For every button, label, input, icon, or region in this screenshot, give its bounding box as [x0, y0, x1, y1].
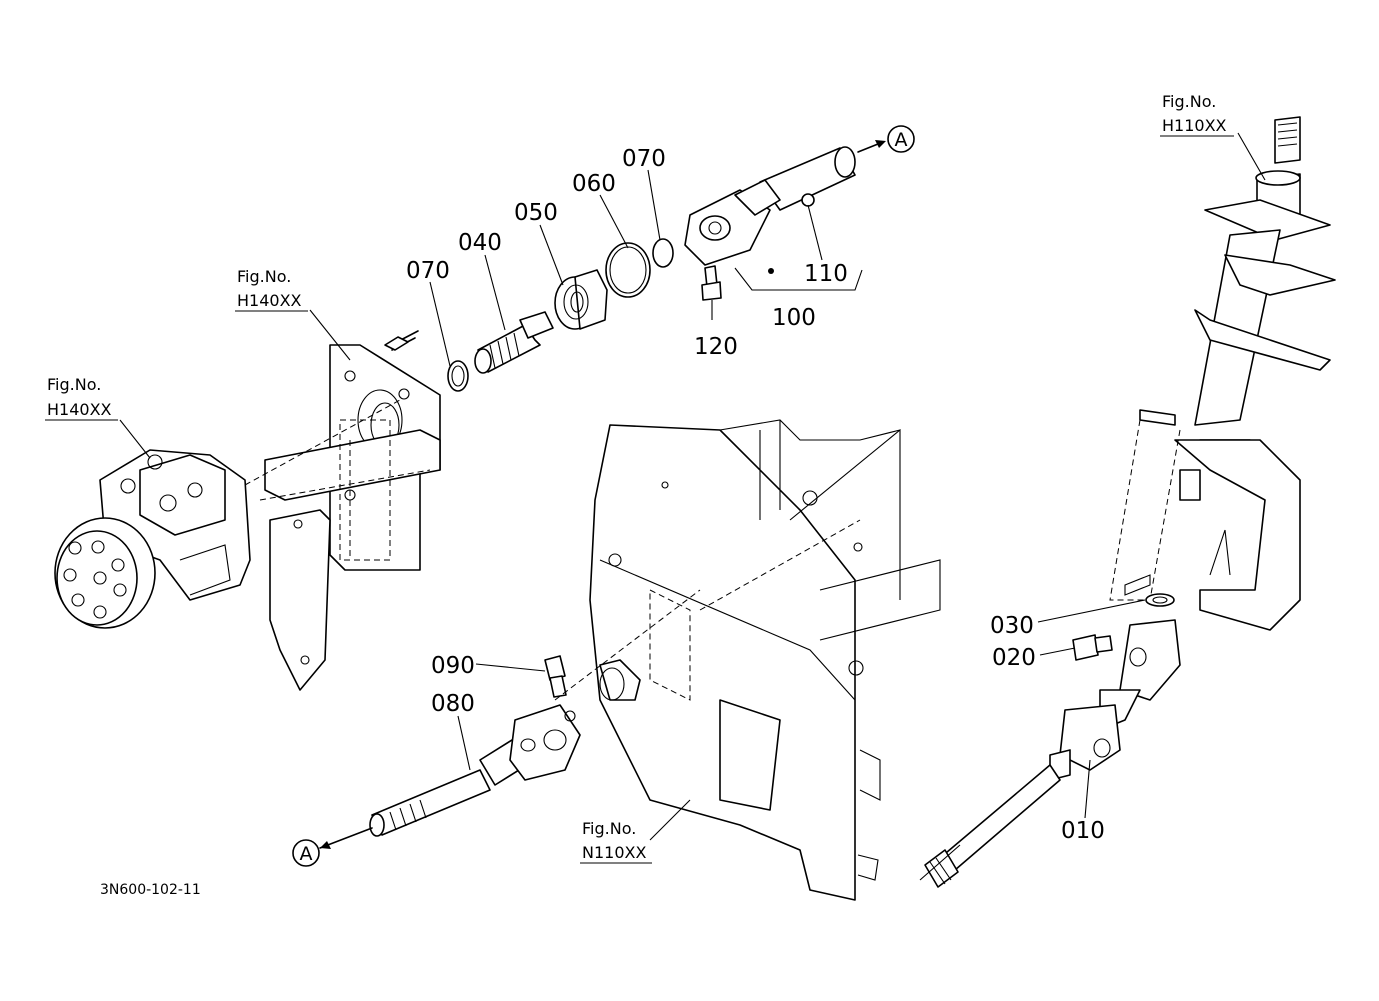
shaft-040	[474, 311, 554, 374]
bearing-050	[554, 269, 608, 330]
label-110: 110	[804, 261, 848, 287]
fig-ref-label-bracket: Fig.No.	[237, 267, 291, 286]
label-080: 080	[431, 691, 475, 717]
part-labels: 010 020 030 040 050 060 070 070 080 090 …	[406, 146, 1105, 844]
connector-line-top	[857, 140, 886, 153]
connector-a-top-label: A	[895, 129, 908, 151]
bolt-120	[701, 265, 722, 301]
fig-ref-label-frame: Fig.No.	[582, 819, 636, 838]
steering-shaft-080	[369, 704, 581, 837]
fig-ref-label-steering-unit: Fig.No.	[47, 375, 101, 394]
bolt-020	[1072, 634, 1113, 661]
label-030: 030	[990, 613, 1034, 639]
label-100: 100	[772, 305, 816, 331]
lower-shaft-010	[924, 619, 1181, 888]
bolt-090	[544, 655, 567, 698]
label-050: 050	[514, 200, 558, 226]
connector-a-top: A	[887, 125, 915, 153]
mounting-bracket	[264, 330, 441, 691]
fig-ref-code-frame: N110XX	[582, 843, 646, 862]
washer-030	[1145, 593, 1175, 607]
circlip-060	[605, 242, 651, 298]
connector-line-bottom	[319, 827, 373, 849]
label-090: 090	[431, 653, 475, 679]
figure-references: Fig.No. H140XX Fig.No. H140XX Fig.No. H1…	[45, 92, 1234, 864]
label-020: 020	[992, 645, 1036, 671]
frame	[589, 419, 941, 901]
fig-ref-code-steering-unit: H140XX	[47, 400, 112, 419]
label-010: 010	[1061, 818, 1105, 844]
drawing-code: 3N600-102-11	[100, 882, 201, 898]
fig-ref-label-column: Fig.No.	[1162, 92, 1216, 111]
snap-ring-070-left	[447, 360, 469, 392]
group-bracket-100	[734, 267, 863, 291]
label-060: 060	[572, 171, 616, 197]
connector-a-bottom-label: A	[300, 843, 313, 865]
fig-ref-code-bracket: H140XX	[237, 291, 302, 310]
steering-unit	[54, 449, 251, 629]
fig-ref-code-column: H110XX	[1162, 116, 1227, 135]
leader-lines	[119, 132, 1266, 881]
label-070-right: 070	[622, 146, 666, 172]
label-070-left: 070	[406, 258, 450, 284]
connector-a-bottom: A	[292, 839, 320, 867]
steering-column	[1109, 116, 1336, 631]
label-040: 040	[458, 230, 502, 256]
universal-joint-100	[684, 146, 856, 274]
label-120: 120	[694, 334, 738, 360]
snap-ring-070-right	[652, 238, 674, 268]
